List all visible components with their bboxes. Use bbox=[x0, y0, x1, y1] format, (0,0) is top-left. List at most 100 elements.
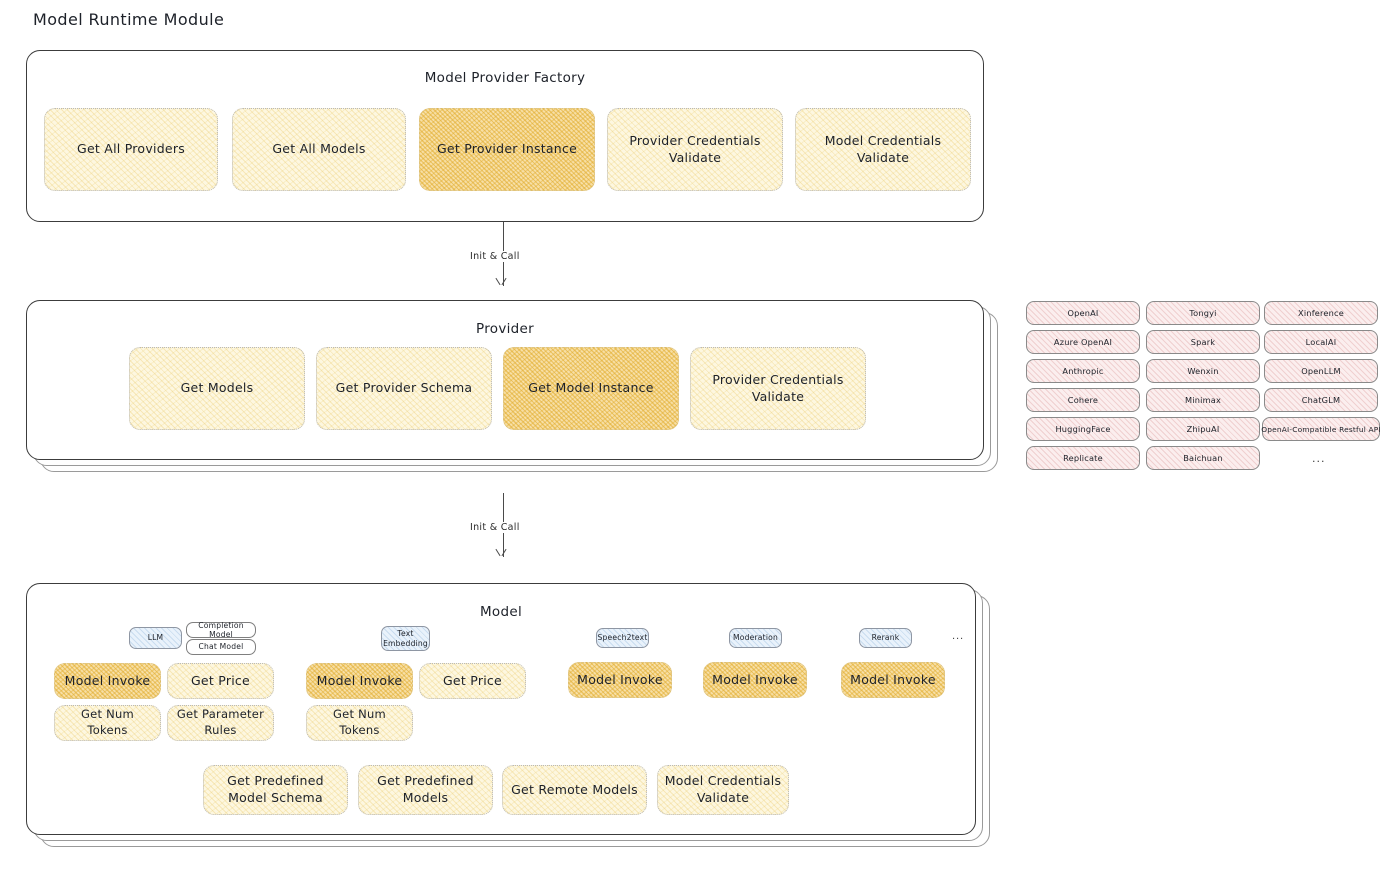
model-common-method-label: Get Predefined Models bbox=[377, 773, 474, 805]
provider-chip-label: OpenAI bbox=[1067, 308, 1099, 318]
llm-method-label: Model Invoke bbox=[64, 672, 151, 688]
llm-method-get-price[interactable]: Get Price bbox=[167, 663, 274, 699]
model-type-badge-speech2text[interactable]: Speech2text bbox=[596, 628, 649, 648]
provider-chip-label: ZhipuAI bbox=[1186, 424, 1220, 434]
speech2text-method-label: Model Invoke bbox=[577, 671, 663, 687]
provider-chip-label: Minimax bbox=[1184, 395, 1222, 405]
arrow-provider-to-model-head bbox=[498, 549, 509, 560]
provider-chip-label: LocalAI bbox=[1305, 337, 1337, 347]
provider-list-ellipsis: ... bbox=[1312, 452, 1326, 465]
model-common-method-label: Get Remote Models bbox=[511, 781, 638, 797]
factory-method-get-all-models[interactable]: Get All Models bbox=[232, 108, 406, 191]
llm-method-get-num-tokens[interactable]: Get Num Tokens bbox=[54, 705, 161, 741]
model-type-badge-label: Moderation bbox=[732, 633, 778, 643]
llm-method-label: Get Parameter Rules bbox=[176, 707, 265, 737]
provider-chip-chatglm[interactable]: ChatGLM bbox=[1264, 388, 1378, 412]
text-embedding-method-label: Model Invoke bbox=[316, 672, 403, 688]
arrow-provider-to-model-label: Init & Call bbox=[466, 522, 524, 533]
model-common-method-get-predefined-model-schema[interactable]: Get Predefined Model Schema bbox=[203, 765, 348, 815]
text-embedding-method-label: Get Num Tokens bbox=[333, 707, 386, 737]
provider-chip-xinference[interactable]: Xinference bbox=[1264, 301, 1378, 325]
provider-chip-label: Xinference bbox=[1298, 308, 1344, 318]
provider-chip-label: Baichuan bbox=[1183, 453, 1223, 463]
provider-chip-label: Anthropic bbox=[1062, 366, 1104, 376]
provider-chip-spark[interactable]: Spark bbox=[1146, 330, 1260, 354]
provider-title: Provider bbox=[476, 321, 534, 337]
model-common-method-label: Get Predefined Model Schema bbox=[227, 773, 324, 805]
provider-chip-zhipuai[interactable]: ZhipuAI bbox=[1146, 417, 1260, 441]
provider-chip-cohere[interactable]: Cohere bbox=[1026, 388, 1140, 412]
text-embedding-method-label: Get Price bbox=[443, 672, 502, 688]
provider-method-get-model-instance[interactable]: Get Model Instance bbox=[503, 347, 679, 430]
model-type-badge-text-embedding[interactable]: Text Embedding bbox=[381, 626, 430, 651]
factory-method-model-credentials-validate[interactable]: Model Credentials Validate bbox=[795, 108, 971, 191]
llm-method-label: Get Price bbox=[191, 672, 250, 688]
provider-chip-label: OpenAI-Compatible Restful API bbox=[1261, 424, 1381, 434]
rerank-method-model-invoke[interactable]: Model Invoke bbox=[841, 662, 945, 698]
model-type-badge-llm[interactable]: LLM bbox=[129, 627, 182, 649]
model-type-badge-label: LLM bbox=[147, 633, 164, 643]
model-type-badge-label: Speech2text bbox=[597, 633, 648, 643]
factory-method-label: Get All Providers bbox=[77, 141, 185, 157]
factory-method-provider-credentials-validate[interactable]: Provider Credentials Validate bbox=[607, 108, 783, 191]
factory-method-label: Provider Credentials Validate bbox=[629, 132, 761, 165]
factory-method-get-provider-instance[interactable]: Get Provider Instance bbox=[419, 108, 595, 191]
provider-chip-label: Tongyi bbox=[1189, 308, 1217, 318]
provider-chip-openllm[interactable]: OpenLLM bbox=[1264, 359, 1378, 383]
rerank-method-label: Model Invoke bbox=[850, 671, 936, 687]
moderation-method-model-invoke[interactable]: Model Invoke bbox=[703, 662, 807, 698]
arrow-factory-to-provider-label: Init & Call bbox=[466, 251, 524, 262]
provider-chip-openai-compatible-restful-api[interactable]: OpenAI-Compatible Restful API bbox=[1261, 417, 1381, 441]
provider-chip-label: Spark bbox=[1190, 337, 1216, 347]
speech2text-method-model-invoke[interactable]: Model Invoke bbox=[568, 662, 672, 698]
provider-chip-localai[interactable]: LocalAI bbox=[1264, 330, 1378, 354]
model-common-method-label: Model Credentials Validate bbox=[664, 773, 782, 805]
provider-chip-tongyi[interactable]: Tongyi bbox=[1146, 301, 1260, 325]
model-subtype-badge-completion-model[interactable]: Completion Model bbox=[186, 620, 256, 639]
factory-method-label: Model Credentials Validate bbox=[824, 132, 942, 165]
model-type-badge-rerank[interactable]: Rerank bbox=[859, 628, 912, 648]
model-subtype-badge-chat-model[interactable]: Chat Model bbox=[186, 639, 256, 655]
model-common-method-get-remote-models[interactable]: Get Remote Models bbox=[502, 765, 647, 815]
provider-chip-anthropic[interactable]: Anthropic bbox=[1026, 359, 1140, 383]
provider-method-label: Provider Credentials Validate bbox=[712, 371, 844, 404]
provider-method-label: Get Model Instance bbox=[528, 380, 654, 396]
provider-chip-label: Cohere bbox=[1067, 395, 1099, 405]
model-common-method-get-predefined-models[interactable]: Get Predefined Models bbox=[358, 765, 493, 815]
model-common-method-model-credentials-validate[interactable]: Model Credentials Validate bbox=[657, 765, 789, 815]
model-types-ellipsis: ... bbox=[952, 631, 964, 642]
provider-chip-label: OpenLLM bbox=[1301, 366, 1341, 376]
provider-chip-replicate[interactable]: Replicate bbox=[1026, 446, 1140, 470]
provider-method-provider-credentials-validate[interactable]: Provider Credentials Validate bbox=[690, 347, 866, 430]
moderation-method-label: Model Invoke bbox=[712, 671, 798, 687]
llm-method-get-parameter-rules[interactable]: Get Parameter Rules bbox=[167, 705, 274, 741]
provider-chip-openai[interactable]: OpenAI bbox=[1026, 301, 1140, 325]
provider-chip-label: Wenxin bbox=[1187, 366, 1219, 376]
provider-method-get-models[interactable]: Get Models bbox=[129, 347, 305, 430]
model-title: Model bbox=[479, 604, 523, 620]
text-embedding-method-get-price[interactable]: Get Price bbox=[419, 663, 526, 699]
factory-method-get-all-providers[interactable]: Get All Providers bbox=[44, 108, 218, 191]
provider-chip-huggingface[interactable]: HuggingFace bbox=[1026, 417, 1140, 441]
arrow-factory-to-provider-head bbox=[498, 278, 509, 289]
provider-chip-label: Replicate bbox=[1063, 453, 1103, 463]
model-subtype-badge-label: Completion Model bbox=[198, 620, 244, 639]
llm-method-model-invoke[interactable]: Model Invoke bbox=[54, 663, 161, 699]
model-type-badge-moderation[interactable]: Moderation bbox=[729, 628, 782, 648]
provider-chip-minimax[interactable]: Minimax bbox=[1146, 388, 1260, 412]
page-title: Model Runtime Module bbox=[33, 10, 225, 29]
text-embedding-method-get-num-tokens[interactable]: Get Num Tokens bbox=[306, 705, 413, 741]
model-subtype-badge-label: Chat Model bbox=[198, 642, 244, 652]
provider-chip-label: ChatGLM bbox=[1301, 395, 1341, 405]
text-embedding-method-model-invoke[interactable]: Model Invoke bbox=[306, 663, 413, 699]
provider-chip-wenxin[interactable]: Wenxin bbox=[1146, 359, 1260, 383]
provider-chip-baichuan[interactable]: Baichuan bbox=[1146, 446, 1260, 470]
model-provider-factory-title: Model Provider Factory bbox=[424, 70, 586, 86]
provider-chip-label: HuggingFace bbox=[1055, 424, 1111, 434]
provider-method-get-provider-schema[interactable]: Get Provider Schema bbox=[316, 347, 492, 430]
provider-method-label: Get Models bbox=[180, 380, 254, 396]
model-type-badge-label: Text Embedding bbox=[383, 629, 428, 648]
provider-chip-azure-openai[interactable]: Azure OpenAI bbox=[1026, 330, 1140, 354]
provider-chip-label: Azure OpenAI bbox=[1053, 337, 1113, 347]
factory-method-label: Get Provider Instance bbox=[436, 141, 578, 157]
